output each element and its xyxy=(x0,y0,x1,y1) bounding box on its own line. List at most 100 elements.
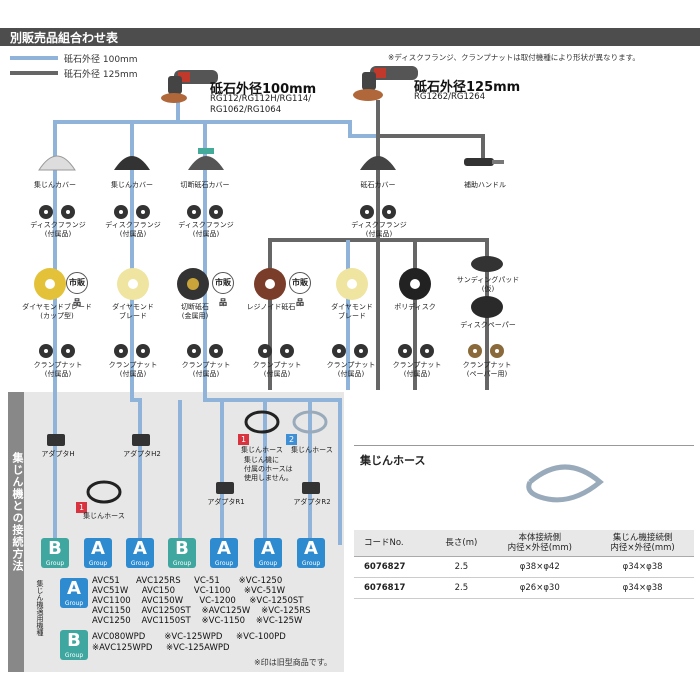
adapter-r2-image xyxy=(302,482,320,494)
grinder-100-models: RG112/RG112H/RG114/ RG1062/RG1064 xyxy=(210,94,312,115)
cell: 6076827 xyxy=(354,556,435,578)
grinder-100-title: 砥石外径100mm xyxy=(210,82,317,97)
hose-label-1: 集じんホース xyxy=(83,512,125,520)
line-100-trunk xyxy=(53,100,180,390)
table-row: 6076827 2.5 φ38×φ42 φ34×φ38 xyxy=(354,556,694,578)
legend-label-100: 砥石外径 100mm xyxy=(64,55,138,65)
resinoid-wheel-image xyxy=(254,268,286,300)
flange-image-2 xyxy=(114,205,150,219)
legend-line-125 xyxy=(10,71,58,75)
group-a-model-4: AVC1150 AVC1250ST ※AVC125W ※VC-125RS xyxy=(92,606,311,616)
old-model-footnote: ※印は旧型商品です。 xyxy=(254,658,332,667)
sanding-pad-sub: (仮) xyxy=(481,285,495,293)
row4-label-3: クランプナット (付属品) xyxy=(181,361,231,378)
clamp-nut-image-2 xyxy=(114,344,150,358)
col-header: 長さ(m) xyxy=(434,530,489,557)
hose-badge-1: 1 xyxy=(76,502,87,513)
row1-label-3: 切断砥石カバー xyxy=(180,181,230,189)
group-a-model-1: AVC51 AVC125RS VC-51 ※VC-1250 xyxy=(92,576,283,586)
group-b-model-1: AVC080WPD ※VC-125WPD ※VC-100PD xyxy=(92,632,286,642)
page-title: 別販売品組合わせ表 xyxy=(10,31,119,45)
clamp-nut-image-4 xyxy=(258,344,294,358)
sanding-pad-image xyxy=(471,256,503,272)
row3-label-4: レジノイド砥石 xyxy=(246,303,296,311)
connection-side-title: 集じん機との接続方法 xyxy=(8,392,24,672)
grinder-125-title: 砥石外径125mm xyxy=(414,80,521,95)
adapter-h2-image xyxy=(132,434,150,446)
cell: φ38×φ42 xyxy=(488,556,592,578)
row4-label-1: クランプナット (付属品) xyxy=(33,361,83,378)
diamond-blade-image-2 xyxy=(336,268,368,300)
hose-note: 集じん機に 付属のホースは 使用しません。 xyxy=(244,456,293,482)
cell: 2.5 xyxy=(434,577,489,599)
cell: 6076817 xyxy=(354,577,435,599)
row3-label-8: ディスクペーパー xyxy=(460,321,516,329)
row2-label-3: ディスクフランジ (付属品) xyxy=(178,221,234,238)
poly-disc-image xyxy=(399,268,431,300)
row2-label-2: ディスクフランジ (付属品) xyxy=(105,221,161,238)
compat-title: 集じん機適用機種 xyxy=(36,580,44,636)
side-handle-image xyxy=(464,158,504,166)
line-125-sand xyxy=(415,238,489,390)
grinder-100-image xyxy=(161,70,218,103)
row4-label-4: クランプナット (付属品) xyxy=(252,361,302,378)
row4-label-6: クランプナット (付属品) xyxy=(392,361,442,378)
cell: φ34×φ38 xyxy=(591,556,694,578)
commercial-badge-2: 市販品 xyxy=(212,272,234,307)
row3-label-6: ポリディスク xyxy=(394,303,436,311)
flange-image-4 xyxy=(360,205,396,219)
clamp-nut-image-1 xyxy=(39,344,75,358)
flange-note: ※ディスクフランジ、クランプナットは取付機種により形状が異なります。 xyxy=(388,53,640,62)
clamp-nut-image-5 xyxy=(332,344,368,358)
line-conn-3 xyxy=(203,390,342,545)
connection-side-title-text: 集じん機との接続方法 xyxy=(11,452,24,572)
row4-label-5: クランプナット (付属品) xyxy=(326,361,376,378)
row3-label-5: ダイヤモンド ブレード xyxy=(331,303,373,320)
hose-title: 集じんホース xyxy=(360,454,426,467)
hose-image-3 xyxy=(292,410,328,434)
group-b-model-2: ※AVC125WPD ※VC-125AWPD xyxy=(92,643,230,653)
grinder-125-image xyxy=(353,66,418,101)
cell: 2.5 xyxy=(434,556,489,578)
adapter-label-h: アダプタH xyxy=(41,450,75,458)
hose-badge-2: 1 xyxy=(238,434,249,445)
col-header: 集じん機接続側 内径×外径(mm) xyxy=(591,530,694,557)
line-conn-2 xyxy=(130,390,142,545)
adapter-label-r1: アダプタR1 xyxy=(207,498,245,506)
dust-cover-image-1 xyxy=(38,155,76,171)
hose-image-2 xyxy=(244,410,280,434)
commercial-badge-1: 市販品 xyxy=(66,272,88,307)
group-a-model-5: AVC1250 AVC1150ST ※VC-1150 ※VC-125W xyxy=(92,616,303,626)
row1-label-4: 砥石カバー xyxy=(360,181,396,189)
line-100-handle xyxy=(178,120,483,138)
diamond-cup-image xyxy=(34,268,66,300)
hose-label-2: 集じんホース xyxy=(241,446,283,454)
row3-label-2: ダイヤモンド ブレード xyxy=(112,303,154,320)
col-header: 本体接続側 内径×外径(mm) xyxy=(488,530,592,557)
hose-panel xyxy=(354,445,694,616)
row3-label-7: サンディングパッド xyxy=(456,276,520,284)
row3-label-3: 切断砥石 (金属用) xyxy=(181,303,209,320)
row1-label-1: 集じんカバー xyxy=(34,181,76,189)
adapter-label-h2: アダプタH2 xyxy=(123,450,161,458)
grinder-125-models: RG1262/RG1264 xyxy=(414,92,486,102)
adapter-label-r2: アダプタR2 xyxy=(293,498,331,506)
hose-badge-3: 2 xyxy=(286,434,297,445)
legend-label-125: 砥石外径 125mm xyxy=(64,70,138,80)
adapter-h-image xyxy=(47,434,65,446)
row3-label-1: ダイヤモンドブレード (カップ型) xyxy=(22,303,92,320)
flange-image-1 xyxy=(39,205,75,219)
row2-label-4: ディスクフランジ (付属品) xyxy=(351,221,407,238)
hose-product-image xyxy=(526,464,604,503)
cutting-wheel-image xyxy=(177,268,209,300)
disc-paper-image xyxy=(471,296,503,318)
cell: φ34×φ38 xyxy=(591,577,694,599)
